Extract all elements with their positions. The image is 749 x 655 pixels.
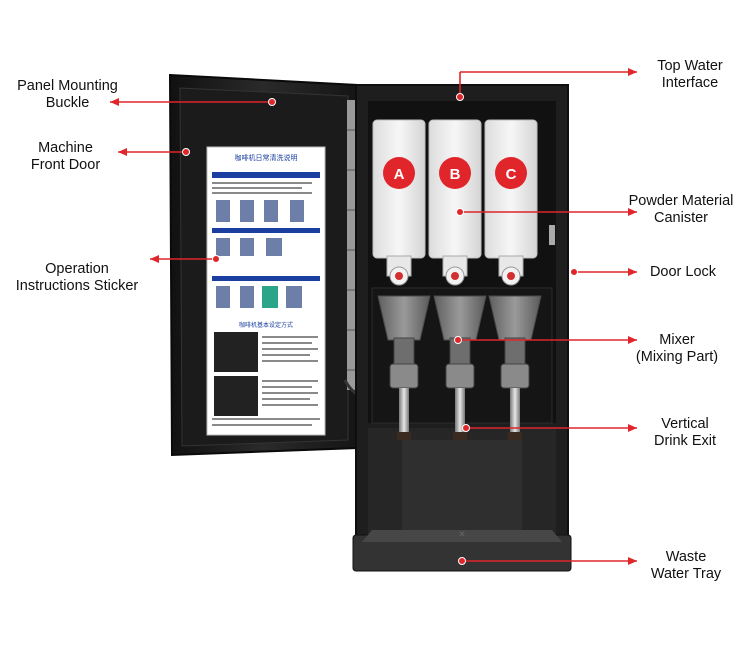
leader-dot [570,268,578,276]
leader-dot [182,148,190,156]
drink-exit-nozzle [510,388,520,436]
leader-arrow [628,68,637,76]
canister-valve [507,272,515,280]
leader-machine-front-door [118,148,190,156]
instruction-sticker: 咖啡机日常清洗说明 咖啡机基本设定方式 [206,146,326,436]
drink-exit-nozzle [399,388,409,436]
label-powder-material-canister: Powder Material Canister [628,193,734,226]
leader-mixer [454,336,637,344]
leader-arrow [628,208,637,216]
canister-b: B [428,119,482,286]
leader-panel-mounting-buckle [110,98,276,106]
leader-arrow [628,557,637,565]
mixer-2 [433,295,487,440]
leader-waste-water-tray [458,557,637,565]
leader-door-lock [570,268,637,276]
drink-exit-tip [508,432,522,440]
canister-badge [383,157,415,189]
leader-dot [458,557,466,565]
mixers [377,295,542,440]
sticker-title: 咖啡机日常清洗说明 [235,153,298,162]
label-operation-instructions-sticker: Operation Instructions Sticker [15,261,139,294]
mixer-chamber [500,363,530,389]
leader-vertical-drink-exit [462,424,637,432]
leader-lines [110,68,637,565]
powder-canisters: A B C [372,119,538,286]
label-mixer: Mixer (Mixing Part) [635,332,719,365]
drink-exit-nozzle [455,388,465,436]
drink-exit-tip [397,432,411,440]
canister-badge-label: C [506,166,517,183]
canister-badge-label: A [394,166,405,183]
leader-arrow [628,336,637,344]
leader-dot [212,255,220,263]
leader-dot [456,208,464,216]
mixer-3 [488,295,542,440]
svg-text:✕: ✕ [458,529,466,539]
canister-badge-label: B [450,166,461,183]
leader-dot [456,93,464,101]
leader-dot [454,336,462,344]
leader-arrow [628,424,637,432]
leader-arrow [150,255,159,263]
canister-valve [395,272,403,280]
leader-powder-material-canister [456,208,637,216]
label-door-lock: Door Lock [649,264,717,280]
drink-exit-tip [453,432,467,440]
label-machine-front-door: Machine Front Door [30,140,101,173]
leader-dot [462,424,470,432]
mixer-chamber [445,363,475,389]
mixer-1 [377,295,431,440]
label-panel-mounting-buckle: Panel Mounting Buckle [17,78,118,111]
label-waste-water-tray: Waste Water Tray [650,549,722,582]
sticker-section2-title: 咖啡机基本设定方式 [239,321,293,329]
canister-badge [495,157,527,189]
mixer-bowl [377,295,431,341]
leader-dot [268,98,276,106]
leader-arrow [118,148,127,156]
canister-valve [451,272,459,280]
leader-arrow [110,98,119,106]
mixer-chamber [389,363,419,389]
leader-top-water-interface [456,68,637,101]
leader-operation-instructions-sticker [150,255,220,263]
label-vertical-drink-exit: Vertical Drink Exit [653,416,717,449]
label-top-water-interface: Top Water Interface [657,58,723,91]
leader-arrow [628,268,637,276]
canister-a: A [372,119,426,286]
canister-c: C [484,119,538,286]
canister-badge [439,157,471,189]
